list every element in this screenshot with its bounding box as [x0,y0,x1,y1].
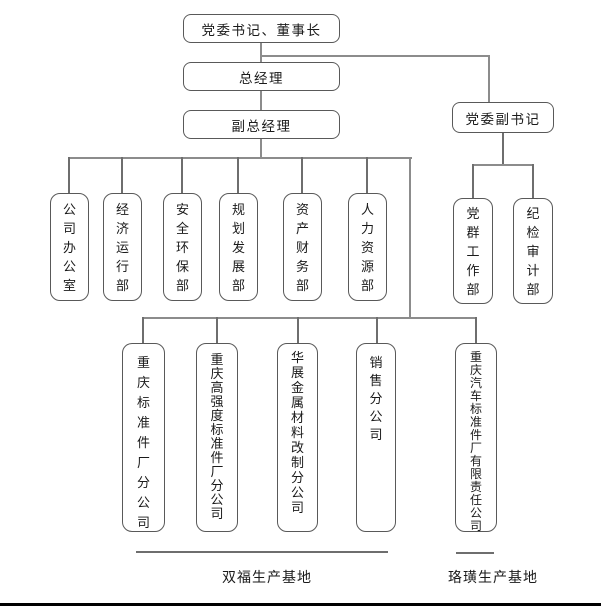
connector-drop-sub-3 [297,317,299,344]
base-label-luohuang: 珞璜生产基地 [448,571,538,586]
department-box-company-office: 公司办公室 [50,193,89,301]
department-label: 资产财务部 [295,201,309,293]
connector-drop-dept-3 [181,157,183,194]
connector-line-subsidiary-trunk [142,317,477,319]
department-label: 党群工作部 [466,205,480,297]
chairman-box: 党委书记、董事长 [183,14,340,43]
subsidiary-box-cq-standard-parts: 重庆标准件厂分公司 [122,343,165,532]
connector-line-dept-trunk [68,157,412,159]
subsidiary-label: 重庆高强度标准件厂分公司 [210,352,224,521]
connector-drop-sub-1 [142,317,144,344]
subsidiary-box-cq-high-strength: 重庆高强度标准件厂分公司 [196,343,238,532]
subsidiary-label: 华展金属材料改制分公司 [290,350,304,515]
subsidiary-label: 销售分公司 [369,355,383,442]
department-label: 纪检审计部 [526,205,540,297]
connector-drop-dept-2 [121,157,123,194]
connector-drop-sub-2 [216,317,218,344]
connector-line-chairman-gm [260,43,262,64]
department-box-discipline-audit: 纪检审计部 [513,198,553,304]
department-label: 安全环保部 [175,201,189,293]
base-underline-luohuang [456,552,494,554]
connector-line-party-trunk [472,164,534,166]
base-label-shuangfu: 双福生产基地 [222,571,312,586]
department-box-party-mass-work: 党群工作部 [453,198,493,304]
subsidiary-label: 重庆标准件厂分公司 [136,355,150,530]
department-box-human-resources: 人力资源部 [348,193,387,301]
connector-line-gm-dgm [260,91,262,111]
deputy-general-manager-box: 副总经理 [183,110,340,139]
base-underline-shuangfu [136,551,388,553]
connector-line-main-trunk-down [409,157,411,319]
department-label: 规划发展部 [231,201,245,293]
subsidiary-box-sales-branch: 销售分公司 [356,343,396,532]
connector-drop-party-1 [472,164,474,199]
deputy-general-manager-label: 副总经理 [231,118,292,134]
department-box-asset-finance: 资产财务部 [283,193,322,301]
connector-drop-dept-4 [237,157,239,194]
department-label: 公司办公室 [62,201,76,293]
connector-drop-dept-1 [68,157,70,194]
general-manager-box: 总经理 [183,62,340,91]
chairman-label: 党委书记、董事长 [201,22,322,38]
department-box-economic-operation: 经济运行部 [103,193,142,301]
connector-drop-sub-5 [475,317,477,344]
deputy-party-secretary-box: 党委副书记 [452,102,554,133]
page-bottom-rule [0,603,601,606]
department-label: 人力资源部 [360,201,374,293]
connector-line-dgm-trunk [260,138,262,159]
connector-drop-dept-6 [366,157,368,194]
connector-drop-sub-4 [376,317,378,344]
department-box-planning-development: 规划发展部 [219,193,258,301]
subsidiary-box-cq-auto-standard-parts: 重庆汽车标准件厂有限责任公司 [455,343,497,533]
connector-line-to-deputy-secretary [488,55,490,103]
connector-drop-dept-5 [301,157,303,194]
department-label: 经济运行部 [115,201,129,293]
connector-drop-party-2 [532,164,534,199]
connector-line-deputy-secretary-down [502,133,504,166]
general-manager-label: 总经理 [239,70,284,86]
connector-line-branch-right [260,55,490,57]
subsidiary-box-huazhan-metal: 华展金属材料改制分公司 [277,343,318,532]
subsidiary-label: 重庆汽车标准件厂有限责任公司 [469,350,482,533]
department-box-safety-environment: 安全环保部 [163,193,202,301]
deputy-party-secretary-label: 党委副书记 [465,111,541,127]
